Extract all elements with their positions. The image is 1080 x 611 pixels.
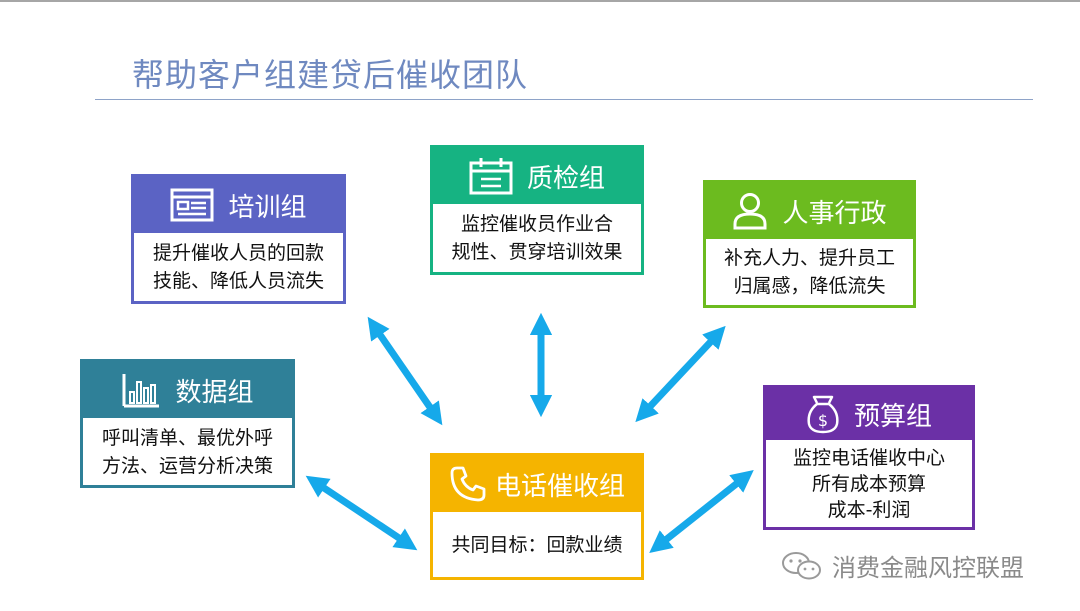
card-text-line: 所有成本预算 (811, 472, 926, 495)
arrow-data-center (305, 475, 418, 551)
card-title: 质检组 (526, 163, 605, 194)
bar-chart-icon (122, 374, 160, 408)
top-border-line (0, 0, 1080, 2)
card-text-line: 监控催收员作业合 (460, 213, 613, 235)
phone-icon (450, 466, 486, 502)
card-text-line: 技能、降低人员流失 (152, 270, 324, 292)
card-text-line: 归属感，降低流失 (733, 275, 886, 297)
card-text-line: 提升催收人员的回款 (152, 242, 324, 264)
card-text-line: 补充人力、提升员工 (723, 247, 895, 269)
card-text-line: 呼叫清单、最优外呼 (101, 426, 273, 449)
title-underline (95, 99, 1033, 100)
arrow-hr-center (635, 325, 726, 423)
card-data-group: 数据组 呼叫清单、最优外呼 方法、运营分析决策 (80, 359, 295, 488)
browser-window-icon (170, 188, 214, 222)
arrow-budget-center (649, 470, 754, 553)
card-text-line: 成本-利润 (827, 498, 911, 521)
card-hr-admin: 人事行政 补充人力、提升员工 归属感，降低流失 (703, 180, 916, 308)
card-text-line: 方法、运营分析决策 (101, 454, 273, 477)
card-text-line: 规性、贯穿培训效果 (451, 241, 623, 263)
card-text-line: 共同目标：回款业绩 (451, 533, 623, 556)
page-title: 帮助客户组建贷后催收团队 (132, 56, 529, 94)
card-title: 预算组 (853, 401, 932, 432)
card-budget-group: $ 预算组 监控电话催收中心 所有成本预算 成本-利润 (763, 385, 975, 530)
arrow-training-center (367, 316, 443, 426)
card-phone-collection-group: 电话催收组 共同目标：回款业绩 (430, 453, 644, 580)
calendar-icon (469, 158, 513, 195)
card-title: 人事行政 (782, 198, 887, 229)
money-bag-icon: $ (807, 395, 839, 434)
card-training-group: 培训组 提升催收人员的回款 技能、降低人员流失 (131, 174, 346, 304)
svg-text:$: $ (818, 411, 828, 430)
person-icon (733, 193, 767, 230)
wechat-icon (782, 551, 821, 579)
watermark-text: 消费金融风控联盟 (832, 554, 1024, 582)
card-title: 数据组 (175, 377, 254, 408)
card-title: 电话催收组 (494, 471, 625, 502)
card-title: 培训组 (228, 192, 307, 223)
card-qc-group: 质检组 监控催收员作业合 规性、贯穿培训效果 (430, 145, 644, 275)
card-text-line: 监控电话催收中心 (792, 446, 945, 469)
watermark: 消费金融风控联盟 (780, 548, 1024, 583)
